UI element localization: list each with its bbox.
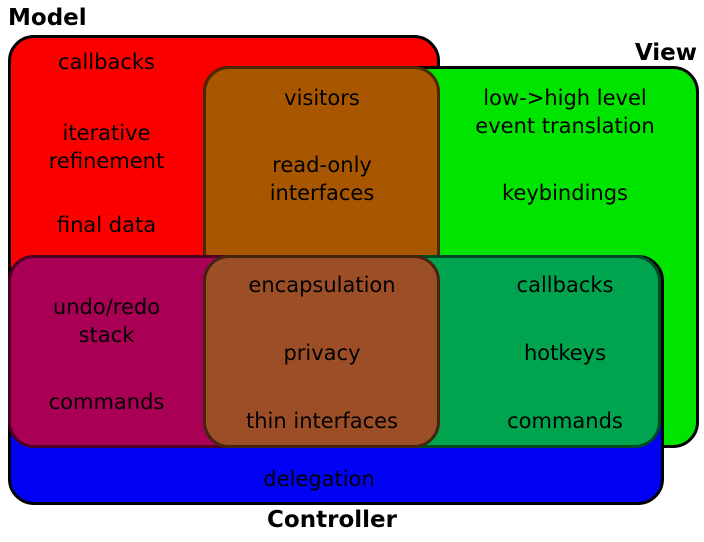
view-controller-item-commands: commands bbox=[507, 409, 623, 433]
model-controller-item-commands: commands bbox=[48, 390, 165, 414]
model-controller-item-undo-redo-stack: undo/redo stack bbox=[52, 295, 161, 347]
view-controller-item-hotkeys: hotkeys bbox=[523, 341, 607, 365]
controller-item-delegation: delegation bbox=[263, 467, 375, 491]
controller-set-title: Controller bbox=[267, 507, 397, 533]
model-item-iterative-refinement: iterative refinement bbox=[48, 121, 165, 173]
model-view-controller-overlap-rect bbox=[203, 255, 440, 448]
model-item-final-data: final data bbox=[56, 213, 157, 237]
mvc-item-thin-interfaces: thin interfaces bbox=[246, 409, 398, 433]
mvc-item-encapsulation: encapsulation bbox=[248, 273, 396, 297]
view-item-event-translation: low->high level event translation bbox=[475, 86, 655, 138]
model-view-item-read-only-interfaces: read-only interfaces bbox=[269, 153, 375, 205]
view-item-keybindings: keybindings bbox=[502, 181, 628, 205]
model-set-title: Model bbox=[8, 5, 87, 31]
view-set-title: View bbox=[634, 40, 697, 66]
model-view-item-visitors: visitors bbox=[284, 86, 360, 110]
view-controller-item-callbacks: callbacks bbox=[516, 273, 614, 297]
mvc-item-privacy: privacy bbox=[283, 341, 361, 365]
model-item-callbacks: callbacks bbox=[58, 50, 155, 74]
